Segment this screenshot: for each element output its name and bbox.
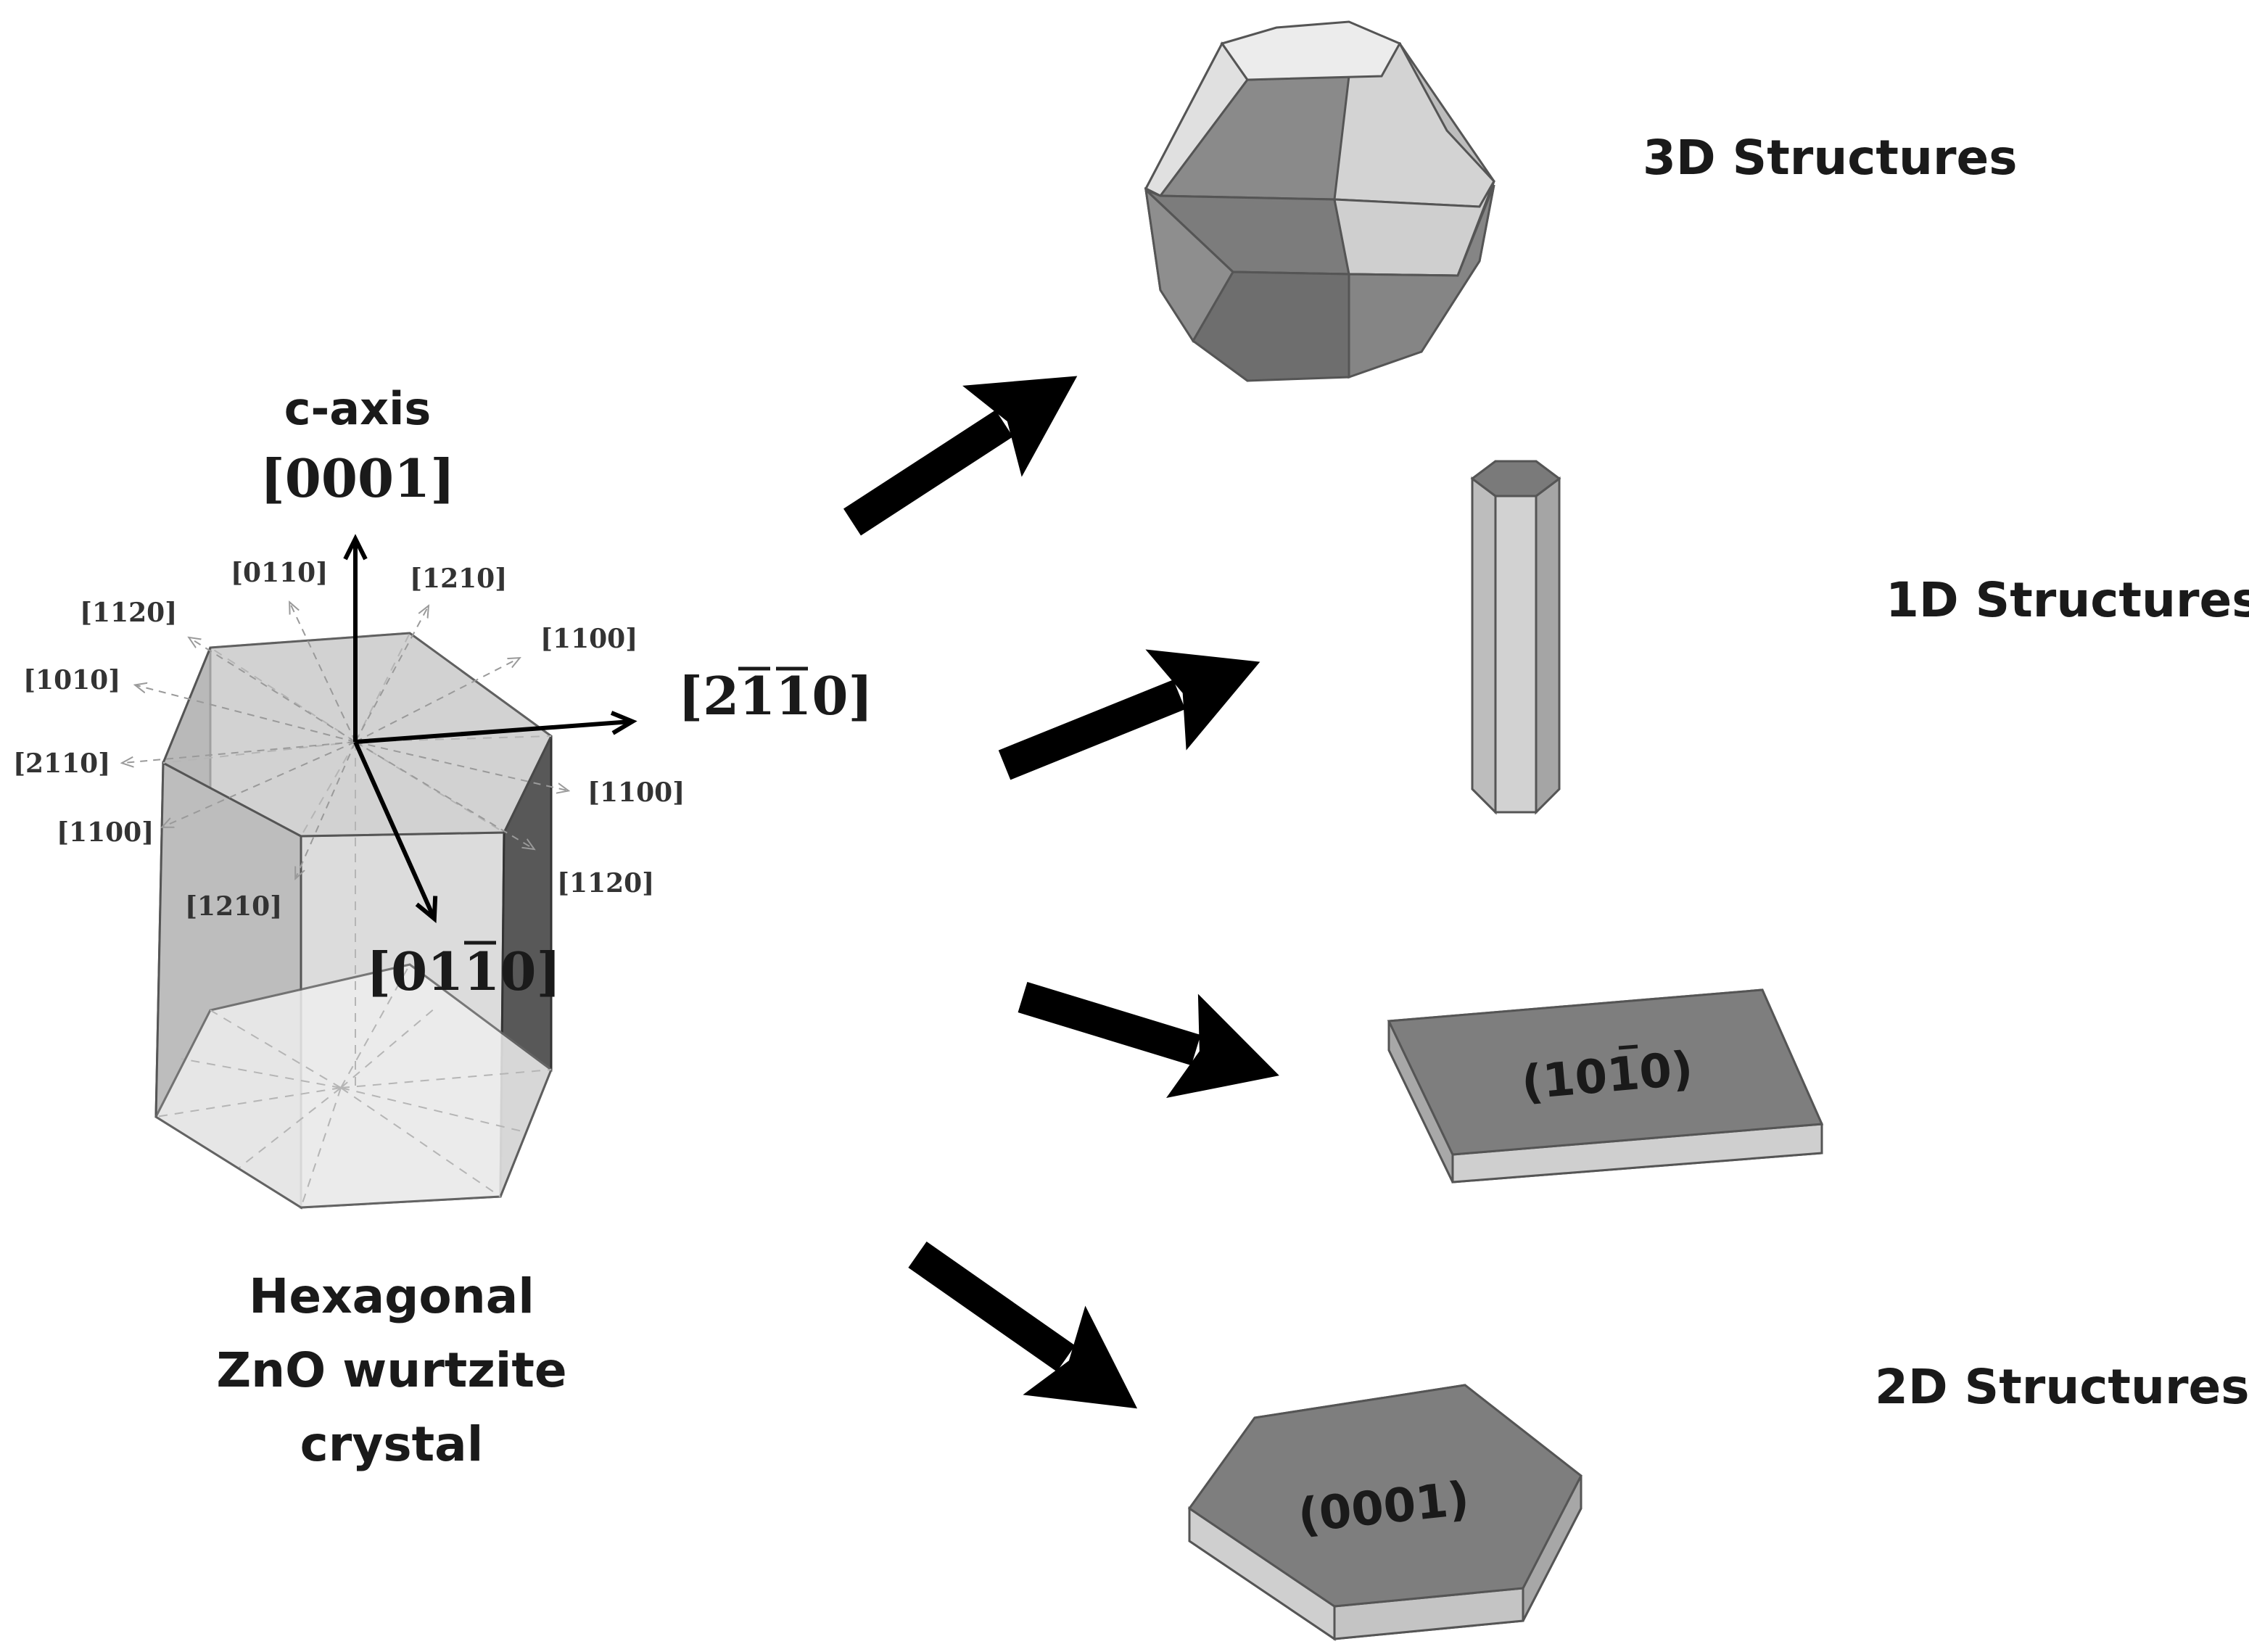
label-3d-structures: 3D Structures [1643,130,2018,186]
direction-label: [1120] [557,868,654,899]
structure-1d-shape [1470,460,1561,815]
direction-label: [2110] [13,748,110,779]
crystal-caption-line-3: crystal [300,1416,484,1472]
structure-3d-shape [1144,20,1495,382]
label-2d-structures: 2D Structures [1875,1359,2249,1415]
crystal-caption-line-1: Hexagonal [249,1268,535,1324]
hexagonal-crystal [123,534,637,1210]
direction-label: [1100] [587,777,685,808]
arrow-to-plate [1018,981,1279,1098]
structure-plate-shape [1387,988,1824,1184]
axis-0110-arrow [353,740,438,923]
direction-label: [1100] [57,817,154,848]
axis-2110-arrow [355,711,637,744]
structure-hexplate-shape [1187,1384,1582,1641]
axis-2110-label: [2110] [678,665,873,727]
arrow-to-1d [998,649,1260,780]
growth-arrows [843,376,1279,1409]
c-axis-index-label: [0001] [260,447,455,509]
direction-label: [1100] [540,624,637,654]
direction-label: [1120] [80,598,177,628]
axis-0110-label: [0110] [366,941,561,1002]
label-1d-structures: 1D Structures [1886,572,2249,628]
direction-label: [1010] [23,665,120,695]
direction-label: [1210] [410,563,507,594]
arrow-to-hexplate [908,1241,1138,1409]
crystal-caption-line-2: ZnO wurtzite [216,1342,566,1398]
direction-label: [0110] [231,558,328,588]
c-axis-label: c-axis [284,382,431,435]
arrow-to-3d [843,376,1078,536]
direction-label: [1210] [185,891,282,922]
